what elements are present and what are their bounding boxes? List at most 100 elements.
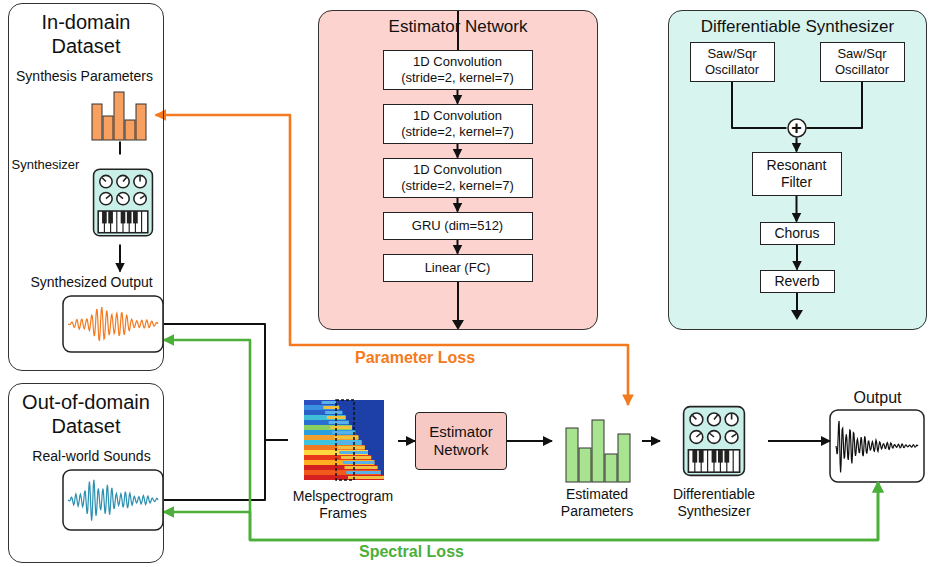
melspectrogram-image-part — [304, 400, 384, 480]
labeled-figure: Differentiable Synthesizer — [660, 402, 768, 522]
melspectrogram-image-part — [304, 435, 358, 440]
process-box: Saw/Sqr Oscillator — [820, 42, 905, 82]
group-panel: Out-of-domain DatasetReal-world Sounds — [8, 383, 164, 563]
labeled-figure: Synthesis Parameters — [14, 66, 156, 142]
flow-connector — [398, 440, 415, 442]
flow-connector — [507, 440, 552, 442]
melspectrogram-image-part — [343, 461, 375, 464]
melspectrogram-image-part — [304, 400, 336, 405]
node-label: Real-world Sounds — [22, 448, 162, 465]
process-box: Estimator Network — [415, 412, 507, 470]
melspectrogram-image-part — [336, 441, 362, 444]
node-label: Output — [832, 388, 923, 407]
waveform-part — [68, 307, 158, 340]
node-label: Saw/Sqr Oscillator — [825, 46, 900, 77]
bar-chart-part — [136, 104, 146, 140]
melspectrogram-image-part — [325, 411, 342, 414]
labeled-figure: Estimated Parameters — [552, 405, 642, 522]
melspectrogram-image-part — [304, 420, 349, 425]
loss-connector — [164, 340, 879, 540]
flow-connector — [457, 198, 459, 212]
node-label: Synthesized Output — [22, 274, 162, 291]
flow-connector — [119, 142, 121, 155]
melspectrogram-image-part — [344, 466, 377, 469]
flow-connector — [457, 144, 459, 158]
synthesizer-icon-part — [94, 169, 153, 236]
bar-chart-part — [114, 92, 124, 140]
bar-chart-part — [125, 120, 135, 140]
melspectrogram-image — [304, 400, 384, 480]
bar-chart-part — [618, 434, 630, 482]
node-label: Synthesizer — [12, 157, 154, 173]
node-label: 1D Convolution (stride=2, kernel=7) — [388, 108, 528, 139]
node-label: Differentiable Synthesizer — [662, 486, 766, 520]
process-box: 1D Convolution (stride=2, kernel=7) — [383, 50, 533, 90]
bar-chart-part — [92, 104, 102, 140]
node-label: Estimator Network — [420, 423, 502, 459]
loss-connector — [164, 482, 879, 540]
bar-chart — [92, 92, 146, 140]
circle-outline-part — [788, 119, 806, 137]
node-label: 1D Convolution (stride=2, kernel=7) — [388, 162, 528, 193]
waveform-part — [68, 480, 158, 521]
node-label: Chorus — [774, 225, 819, 242]
process-box: Resonant Filter — [752, 152, 842, 196]
group-panel: In-domain DatasetSynthesis ParametersSyn… — [8, 3, 164, 371]
bar-chart-part — [103, 116, 113, 140]
process-box: Linear (FC) — [383, 254, 533, 282]
process-box: Saw/Sqr Oscillator — [690, 42, 775, 82]
process-box: GRU (dim=512) — [383, 212, 533, 240]
node-label: Estimated Parameters — [554, 486, 640, 520]
waveform-frame — [63, 296, 924, 530]
node-label: Reverb — [774, 273, 819, 290]
panel-fill — [318, 10, 927, 330]
edge-label: Spectral Loss — [356, 543, 467, 561]
waveform-frame-part — [830, 410, 924, 482]
flow-arrow-part — [452, 320, 464, 330]
node-label: Resonant Filter — [757, 157, 837, 191]
labeled-figure: Real-world Sounds — [20, 446, 164, 530]
melspectrogram-image-part — [304, 460, 374, 465]
flow-connector — [164, 324, 289, 440]
waveform-frame-part — [63, 470, 163, 530]
node-label: Synthesis Parameters — [16, 68, 154, 85]
bar-chart-part — [605, 454, 617, 482]
process-box: 1D Convolution (stride=2, kernel=7) — [383, 104, 533, 144]
melspectrogram-image-part — [304, 425, 352, 430]
labeled-figure: Melspectrogram Frames — [288, 398, 398, 524]
melspectrogram-image-part — [329, 421, 349, 424]
melspectrogram-image-part — [304, 430, 355, 435]
panel-title: In-domain Dataset — [13, 10, 159, 58]
labeled-figure: Synthesizer — [10, 155, 156, 245]
melspectrogram-image-part — [346, 471, 381, 474]
melspectrogram-image-part — [341, 456, 371, 459]
labeled-figure: Synthesized Output — [20, 272, 164, 352]
loss-connector — [156, 115, 629, 405]
melspectrogram-image-part — [304, 405, 339, 410]
synthesizer-icon — [94, 169, 745, 475]
process-box: 1D Convolution (stride=2, kernel=7) — [383, 158, 533, 198]
panel-fill-part — [318, 10, 598, 330]
flow-connector — [732, 82, 787, 129]
flow-connector — [807, 82, 863, 129]
flow-connector — [164, 440, 289, 500]
process-box: Chorus — [760, 222, 835, 245]
melspectrogram-image-part — [304, 470, 381, 475]
flow-connector — [796, 245, 798, 270]
flow-connector — [457, 240, 459, 254]
melspectrogram-image-part — [304, 445, 365, 450]
flow-arrow-part — [796, 292, 798, 312]
edge-label: Parameter Loss — [352, 349, 478, 367]
frame-window — [336, 400, 354, 480]
flow-arrow-part — [457, 282, 459, 322]
waveform-part — [836, 421, 918, 473]
melspectrogram-image-part — [304, 455, 371, 460]
flow-connector — [457, 90, 459, 104]
group-panel: Differentiable SynthesizerSaw/Sqr Oscill… — [668, 10, 927, 330]
node-label: 1D Convolution (stride=2, kernel=7) — [388, 54, 528, 85]
node-label: Melspectrogram Frames — [290, 488, 396, 522]
waveform-frame-part — [63, 296, 163, 352]
flow-arrow-part — [791, 310, 803, 320]
flow-connector — [768, 440, 830, 442]
